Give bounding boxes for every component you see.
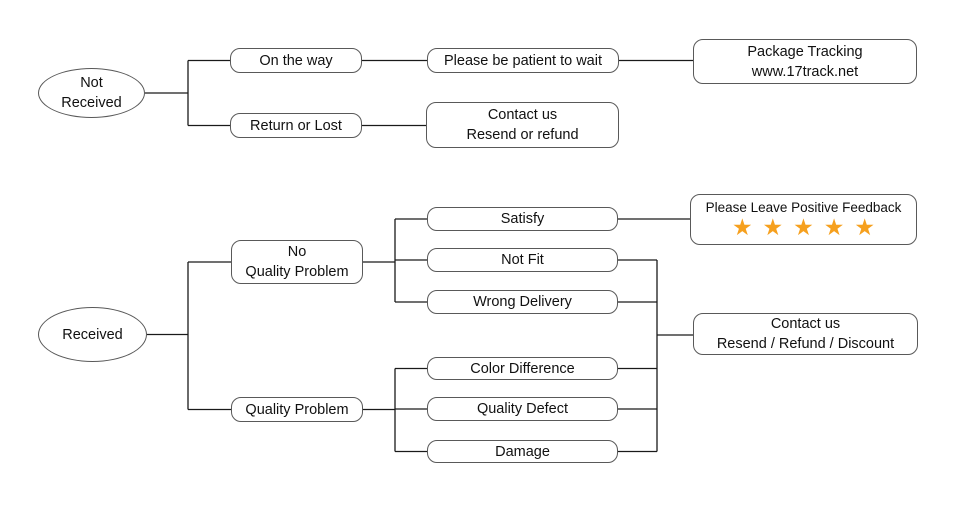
node-package-tracking: Package Tracking www.17track.net — [693, 39, 917, 84]
node-wrong-delivery: Wrong Delivery — [427, 290, 618, 314]
node-not-fit: Not Fit — [427, 248, 618, 272]
node-received: Received — [38, 307, 147, 362]
node-color-difference: Color Difference — [427, 357, 618, 380]
five-star-rating-icon: ★★★★★ — [731, 214, 886, 241]
node-contact-resend-refund-discount: Contact us Resend / Refund / Discount — [693, 313, 918, 355]
node-satisfy: Satisfy — [427, 207, 618, 231]
node-damage: Damage — [427, 440, 618, 463]
node-on-the-way: On the way — [230, 48, 362, 73]
positive-feedback-label: Please Leave Positive Feedback — [705, 199, 902, 215]
node-contact-resend-refund: Contact us Resend or refund — [426, 102, 619, 148]
node-not-received: Not Received — [38, 68, 145, 118]
node-please-be-patient: Please be patient to wait — [427, 48, 619, 73]
node-positive-feedback: Please Leave Positive Feedback ★★★★★ — [690, 194, 917, 245]
node-return-or-lost: Return or Lost — [230, 113, 362, 138]
node-no-quality-problem: No Quality Problem — [231, 240, 363, 284]
node-quality-problem: Quality Problem — [231, 397, 363, 422]
node-quality-defect: Quality Defect — [427, 397, 618, 421]
